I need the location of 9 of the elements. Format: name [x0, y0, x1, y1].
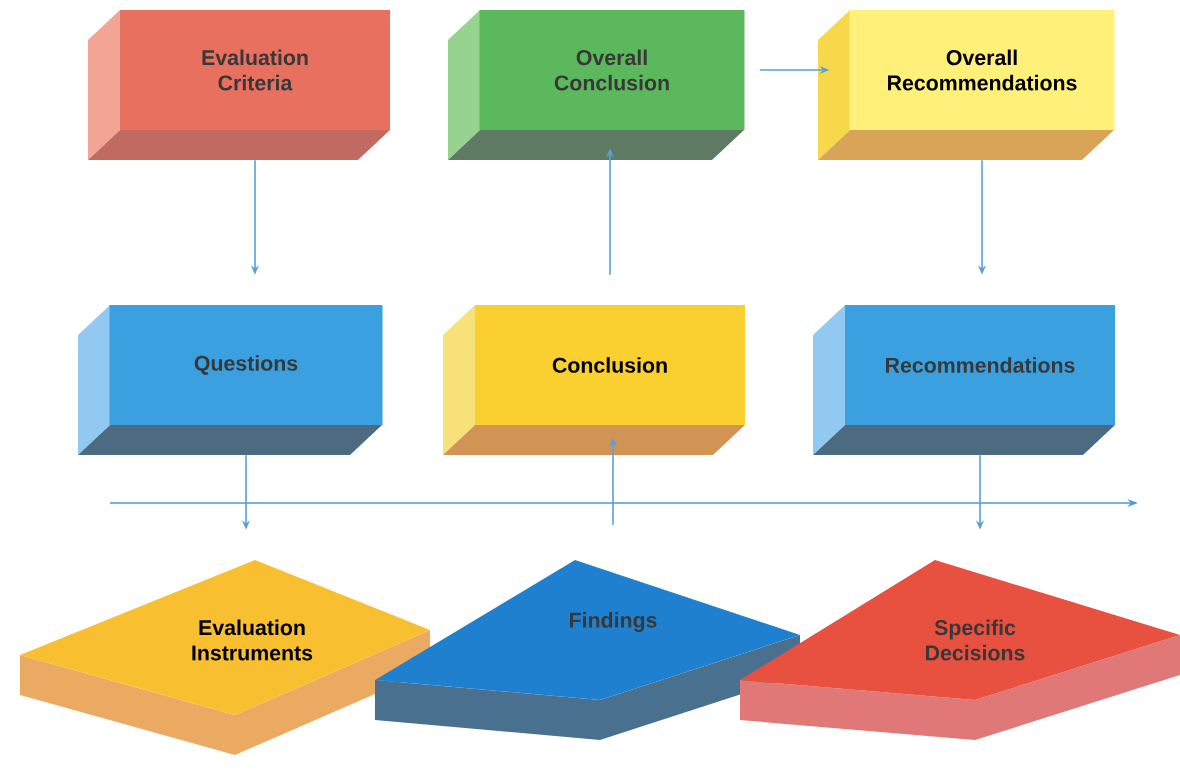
block: Questions: [78, 305, 383, 455]
block: Evaluation Criteria: [88, 10, 390, 160]
slab: Specific Decisions: [740, 560, 1180, 740]
block: Conclusion: [443, 305, 745, 455]
slab: Evaluation Instruments: [20, 560, 430, 755]
block: Overall Recommendations: [818, 10, 1115, 160]
slab: Findings: [375, 560, 800, 740]
block: Recommendations: [813, 305, 1115, 455]
block: Overall Conclusion: [448, 10, 745, 160]
